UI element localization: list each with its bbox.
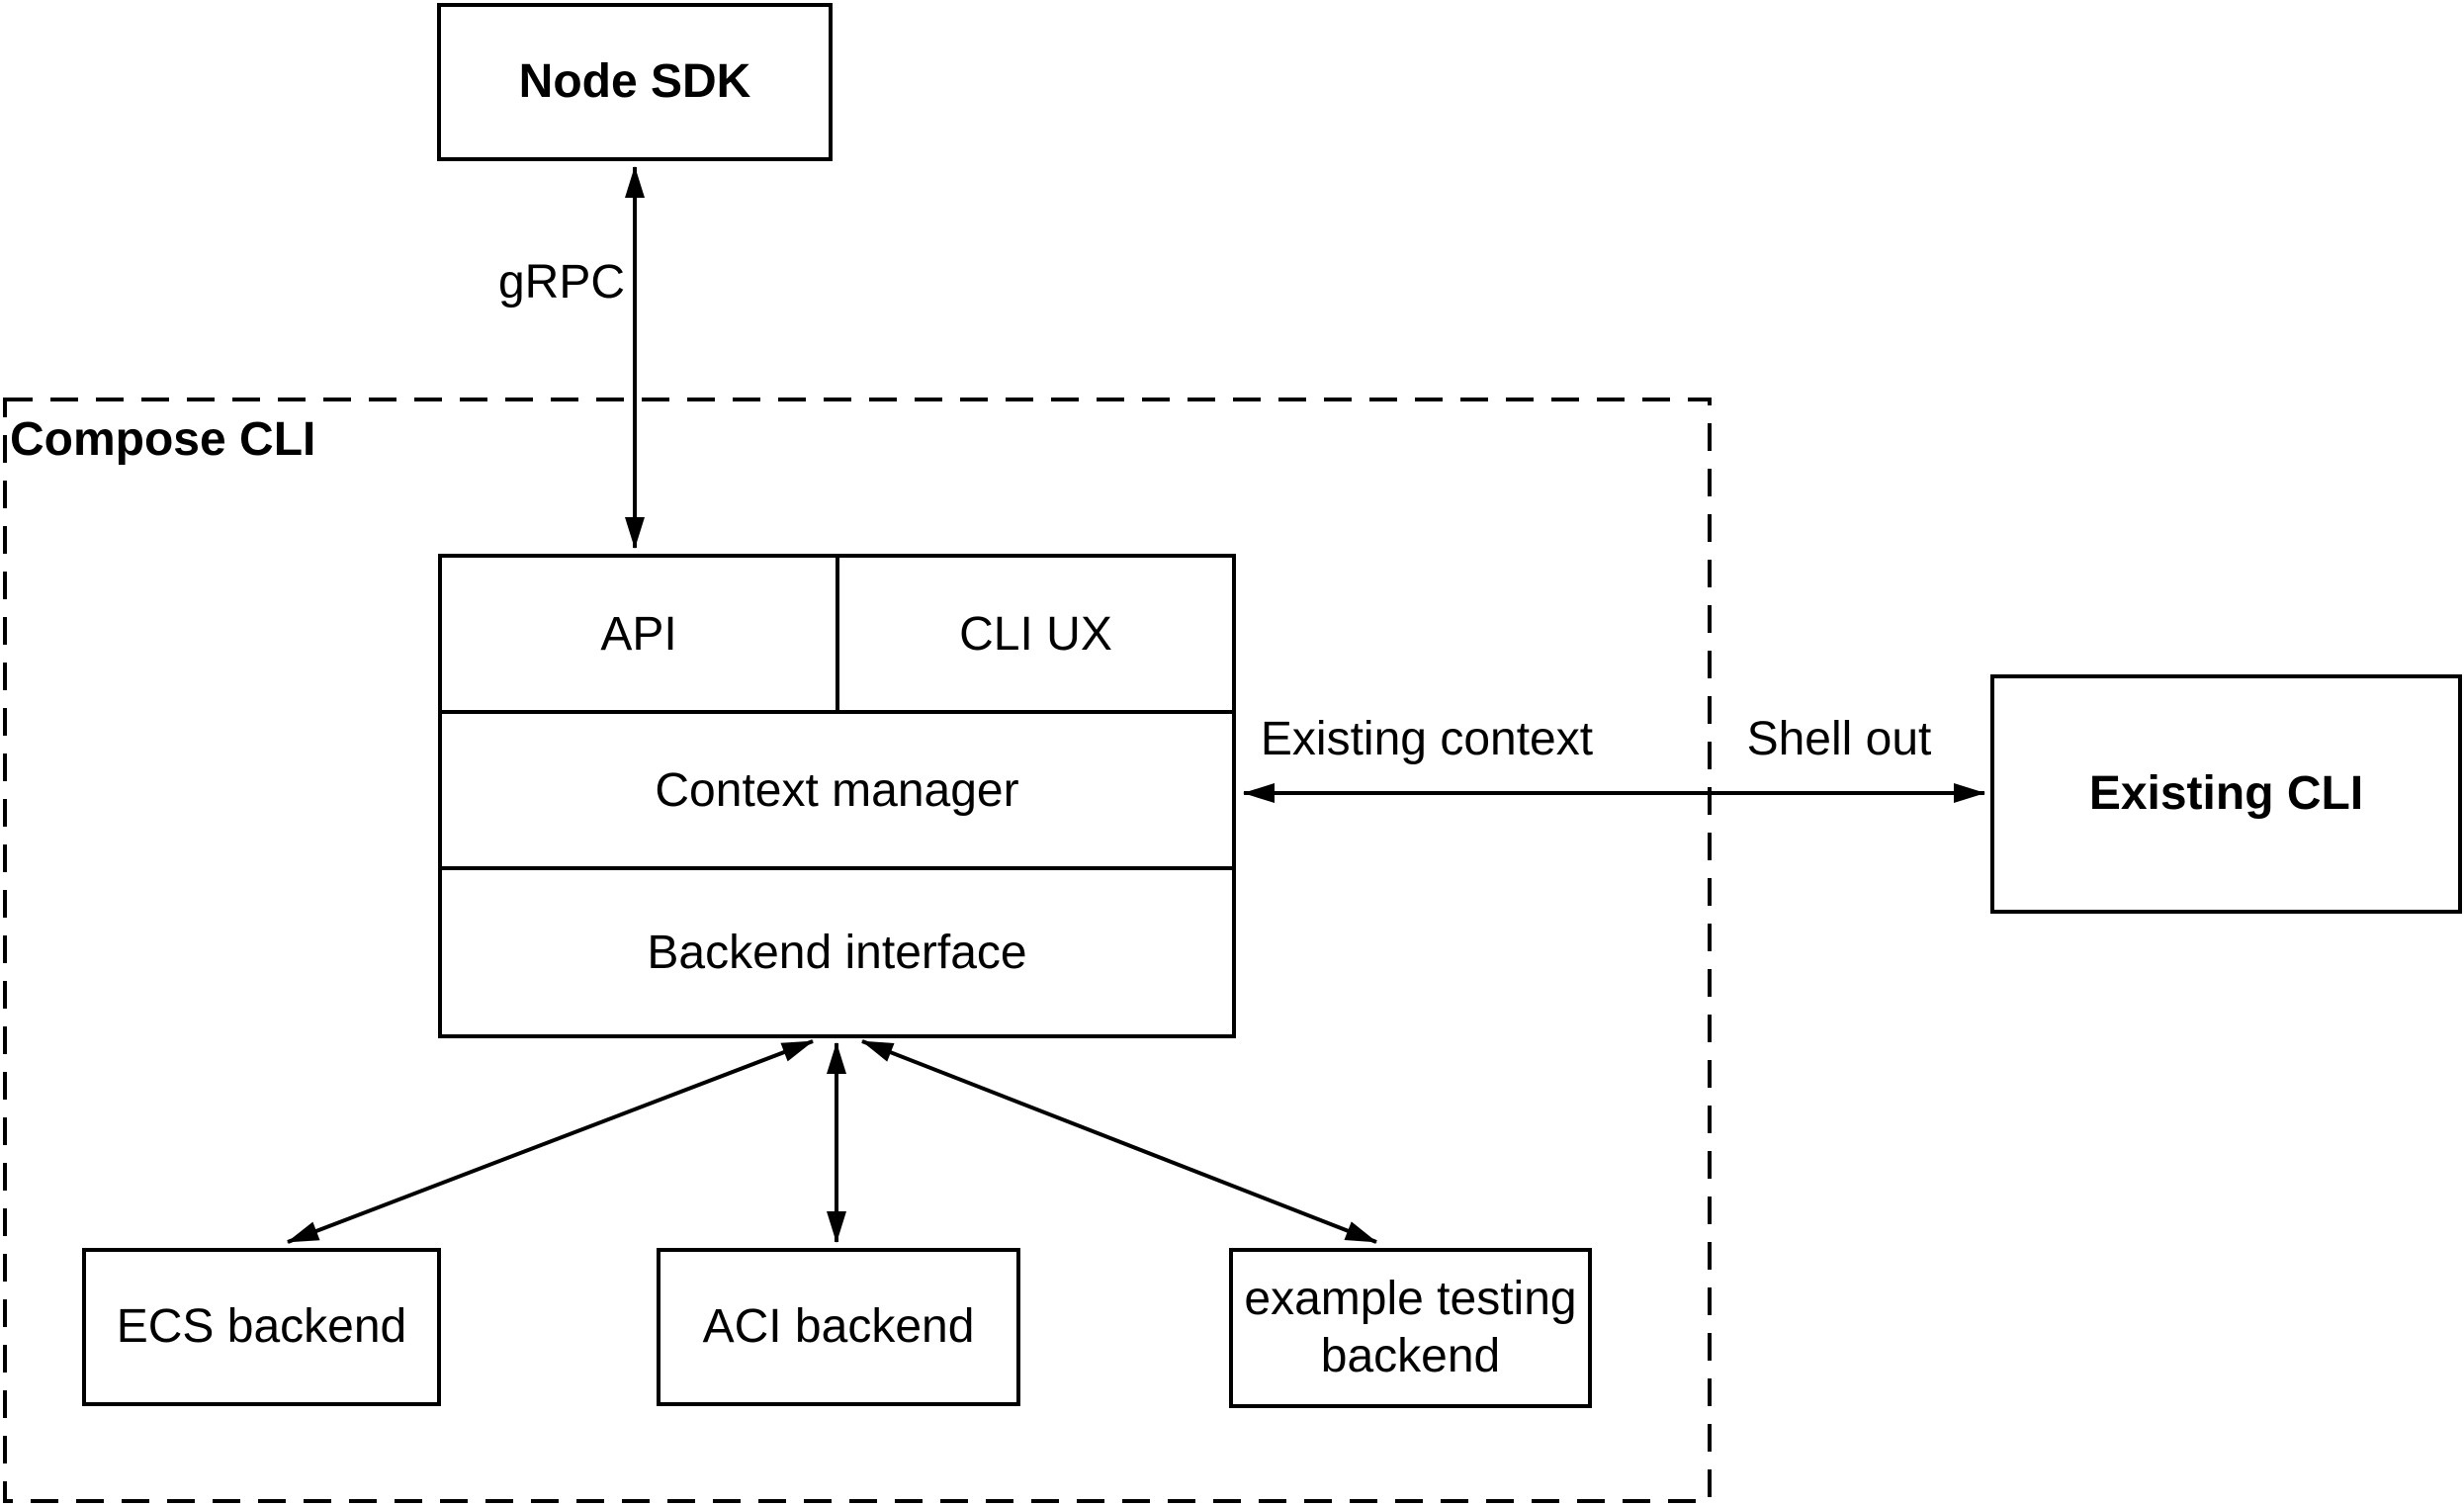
ecs-backend-label: ECS backend: [116, 1300, 407, 1354]
existing-cli-label: Existing CLI: [2088, 767, 2364, 821]
grpc-edge-label: gRPC: [497, 255, 625, 309]
cli-ux-cell: CLI UX: [839, 558, 1232, 710]
aci-backend-label: ACI backend: [702, 1300, 975, 1354]
context-manager-label: Context manager: [655, 763, 1019, 817]
node-sdk-label: Node SDK: [518, 55, 751, 109]
aci-backend-box: ACI backend: [657, 1248, 1020, 1406]
example-testing-backend-label: example testing backend: [1244, 1273, 1577, 1382]
cli-ux-label: CLI UX: [959, 607, 1112, 661]
existing-cli-box: Existing CLI: [1990, 674, 2462, 914]
backend-interface-row: Backend interface: [442, 870, 1232, 1034]
compose-cli-stack: API CLI UX Context manager Backend inter…: [438, 554, 1236, 1038]
ecs-backend-box: ECS backend: [82, 1248, 441, 1406]
backend-arrow-right: [861, 1039, 1377, 1244]
node-sdk-box: Node SDK: [437, 3, 833, 161]
shell-out-edge-label: Shell out: [1746, 712, 1932, 765]
backend-arrow-left: [287, 1039, 814, 1244]
compose-cli-group-label: Compose CLI: [10, 412, 316, 466]
existing-context-edge-label: Existing context: [1260, 712, 1594, 765]
context-manager-row: Context manager: [442, 714, 1232, 870]
backend-interface-label: Backend interface: [647, 926, 1027, 979]
api-cell: API: [442, 558, 839, 710]
example-testing-backend-box: example testing backend: [1229, 1248, 1592, 1408]
api-cliux-row: API CLI UX: [442, 558, 1232, 714]
api-label: API: [600, 607, 677, 661]
